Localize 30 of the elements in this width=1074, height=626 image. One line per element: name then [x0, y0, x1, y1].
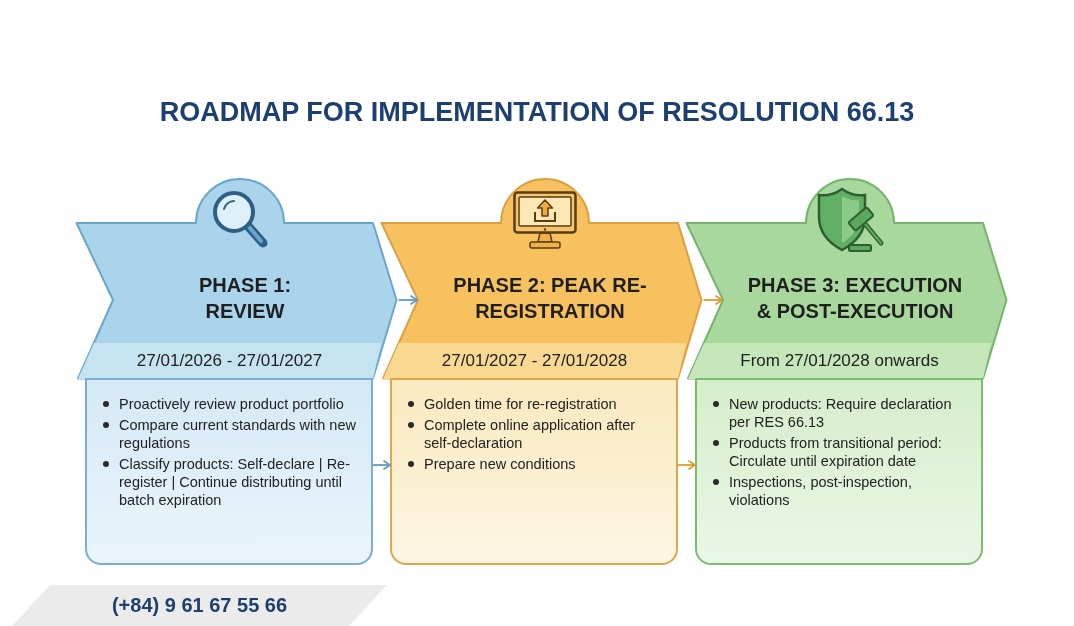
bullet-text: Complete online application after self-declaration — [424, 416, 637, 452]
bullet-text: Proactively review product portfolio — [119, 395, 344, 413]
date-band — [688, 343, 991, 379]
arrow — [372, 460, 391, 470]
bullet-text: Inspections, post-inspection, violations — [729, 473, 913, 509]
bullet-text: New products: Require declaration per RES 66.13 — [729, 395, 953, 431]
phase-panel — [85, 378, 373, 565]
phase-heading: PHASE 2: PEAK RE-REGISTRATION — [453, 274, 647, 322]
date-band — [78, 343, 381, 379]
date-band — [383, 343, 686, 379]
title: ROADMAP FOR IMPLEMENTATION OF RESOLUTION 66.13 — [159, 97, 915, 127]
phase-chevron — [380, 175, 703, 380]
bullet-text: Products from transitional period: Circulate until expiration date — [729, 434, 943, 470]
phase-panel — [390, 378, 678, 565]
phase-panel — [695, 378, 983, 565]
phase-chevron — [685, 175, 1008, 380]
bullet-text: Classify products: Self-declare | Re-register | Continue distributing until batch expiration — [119, 455, 352, 509]
bullet-text: Compare current standards with new regulations — [119, 416, 357, 452]
arrow — [677, 460, 696, 470]
phase-heading: PHASE 1: REVIEW — [198, 274, 292, 322]
arrow — [397, 295, 418, 305]
date-range: 27/01/2027 - 27/01/2028 — [441, 351, 628, 370]
date-range: 27/01/2026 - 27/01/2027 — [136, 351, 323, 370]
phase-chevron — [75, 175, 398, 380]
date-range: From 27/01/2028 onwards — [740, 351, 939, 370]
arrow — [702, 295, 723, 305]
bullet-text: Prepare new conditions — [424, 455, 576, 473]
phone-number: (+84) 9 61 67 55 66 — [111, 594, 288, 616]
bullet-text: Golden time for re-registration — [424, 395, 617, 413]
phase-heading: PHASE 3: EXECUTION & POST-EXECUTION — [747, 274, 963, 322]
